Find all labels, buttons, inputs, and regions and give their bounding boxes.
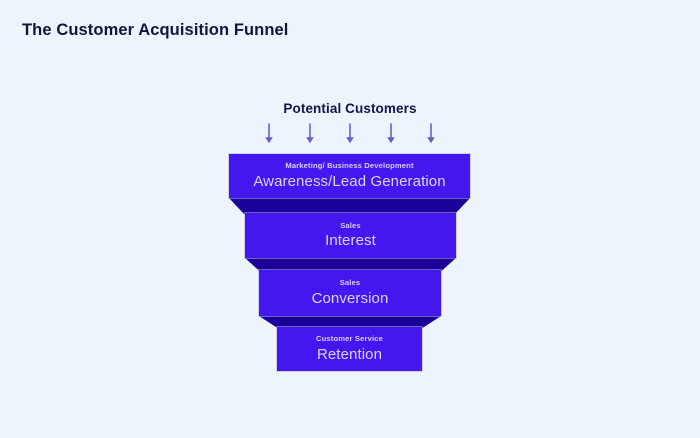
potential-customers-label: Potential Customers [283, 101, 417, 116]
funnel-connector-3 [259, 316, 441, 328]
funnel-connector-1 [229, 198, 470, 214]
funnel-segment-awareness[interactable]: Marketing/ Business Development Awarenes… [229, 154, 470, 198]
funnel-segment-text: Sales Interest [245, 213, 456, 258]
funnel-segment-owner: Sales [339, 278, 361, 288]
funnel-segment-conversion[interactable]: Sales Conversion [259, 270, 441, 316]
arrow-down-icon [386, 123, 395, 144]
inflow-arrow-group [262, 123, 438, 147]
arrow-down-icon [305, 123, 314, 144]
arrow-down-icon [346, 123, 354, 144]
page-title: The Customer Acquisition Funnel [22, 21, 289, 39]
funnel-segment-stage: Conversion [311, 289, 389, 307]
arrow-down-icon [427, 123, 435, 144]
funnel-segment-retention[interactable]: Customer Service Retention [277, 327, 422, 371]
funnel-segment-owner: Sales [340, 220, 361, 230]
arrow-down-icon [265, 123, 273, 144]
funnel-segment-owner: Customer Service [316, 334, 383, 344]
funnel-segment-stage: Retention [316, 345, 383, 363]
funnel-segment-stage: Awareness/Lead Generation [253, 172, 446, 190]
funnel-segment-owner: Marketing/ Business Development [285, 161, 414, 171]
funnel-segment-text: Customer Service Retention [277, 327, 422, 371]
funnel-segment-body [245, 213, 456, 258]
funnel-segment-text: Marketing/ Business Development Awarenes… [229, 154, 470, 198]
funnel-segment-body [229, 154, 470, 198]
funnel-segment-text: Sales Conversion [259, 270, 441, 316]
funnel-segment-stage: Interest [325, 232, 376, 249]
funnel-segment-body [277, 327, 422, 371]
funnel-segment-interest[interactable]: Sales Interest [245, 213, 456, 258]
funnel-connector-2 [245, 258, 456, 271]
funnel-segment-body [259, 270, 441, 316]
